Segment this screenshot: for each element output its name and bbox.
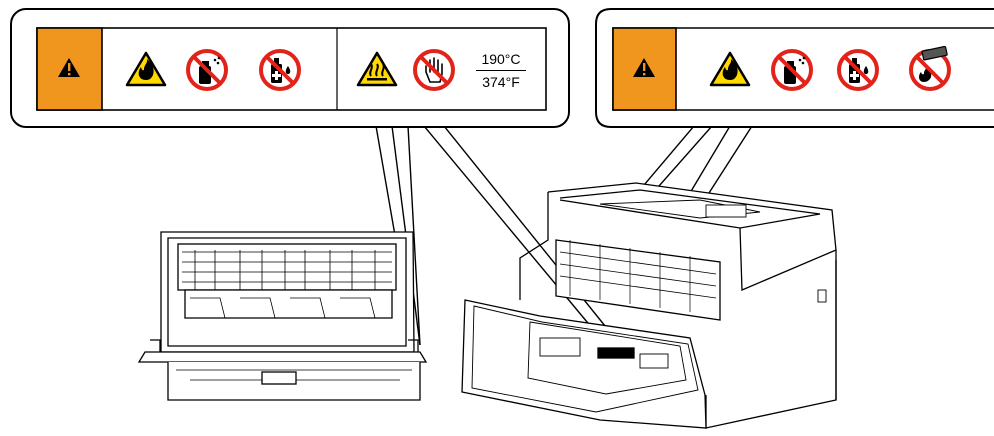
- left-warning-label: [10, 8, 570, 128]
- no-touch-icon: [413, 49, 455, 91]
- flammable-warning-icon: [125, 51, 167, 87]
- temperature-divider: [476, 70, 526, 71]
- warning-exclamation-icon: [612, 27, 677, 111]
- no-aerosol-spray-icon: [771, 49, 813, 91]
- hot-surface-warning-icon: [356, 51, 398, 87]
- no-flammable-liquid-icon: [259, 49, 301, 91]
- no-fire-disposal-icon: [909, 45, 951, 91]
- temperature-fahrenheit: 374°F: [482, 74, 520, 90]
- printer-front-view: [461, 182, 837, 429]
- right-warning-label: [595, 8, 994, 128]
- fuser-temperature-label: 190°C 374°F: [470, 49, 532, 93]
- no-aerosol-spray-icon: [186, 49, 228, 91]
- no-flammable-liquid-icon: [837, 49, 879, 91]
- flammable-warning-icon: [709, 51, 751, 87]
- printer-back-view: [137, 231, 428, 401]
- warning-exclamation-icon: [36, 27, 103, 111]
- temperature-celsius: 190°C: [481, 51, 521, 67]
